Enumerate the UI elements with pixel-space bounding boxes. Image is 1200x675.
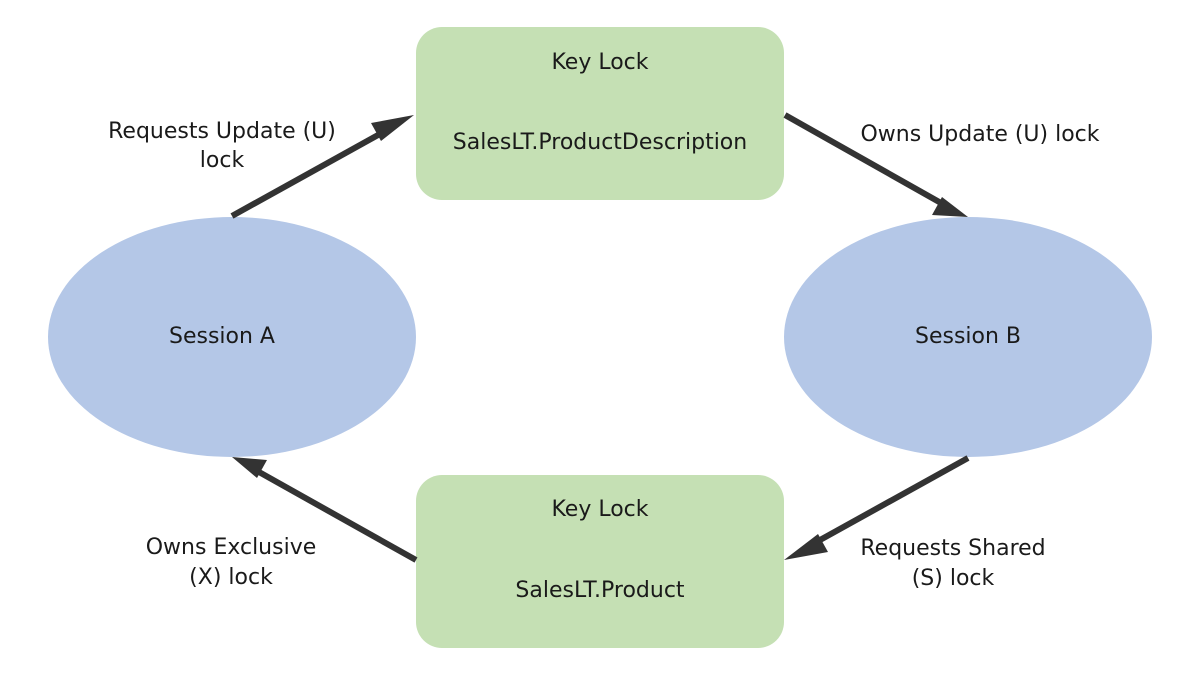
session-b-label: Session B [915,324,1021,349]
edge-label-top-b-line1: Owns Update (U) lock [860,122,1099,147]
edge-label-bottom-a-line2: (X) lock [189,565,273,590]
lock-box-bottom-title: Key Lock [551,497,648,522]
session-a-label: Session A [169,324,275,349]
arrow-session-a-to-top-lock [230,115,414,219]
arrow-top-lock-to-session-b [783,112,968,217]
session-a-shape [48,217,416,457]
session-b: Session B [784,217,1152,457]
edge-label-a-top-line2: lock [200,148,245,173]
edge-label-top-to-b: Owns Update (U) lock [860,122,1099,147]
arrow-b-bottom-head [784,534,828,560]
arrow-top-b-head [932,197,968,217]
edge-label-b-to-bottom: Requests Shared (S) lock [860,536,1045,591]
arrow-a-top-head [371,115,414,141]
lock-box-bottom-resource: SalesLT.Product [515,578,685,603]
session-b-shape [784,217,1152,457]
arrow-bottom-a-head [232,457,267,478]
arrow-top-b-line [783,112,943,206]
lock-box-bottom-shape [416,475,784,648]
arrow-bottom-a-line [257,469,418,563]
arrow-a-top-line [230,127,389,219]
arrow-bottom-lock-to-session-a [232,457,418,563]
lock-box-top-resource: SalesLT.ProductDescription [453,130,747,155]
edge-label-bottom-a-line1: Owns Exclusive [146,535,317,560]
lock-box-top-shape [416,27,784,200]
lock-box-bottom: Key Lock SalesLT.Product [416,475,784,648]
edge-label-b-bottom-line2: (S) lock [912,566,995,591]
lock-box-top-title: Key Lock [551,50,648,75]
lock-box-top: Key Lock SalesLT.ProductDescription [416,27,784,200]
edge-label-a-top-line1: Requests Update (U) [108,119,336,144]
arrow-b-bottom-line [809,455,970,548]
edge-label-a-to-top: Requests Update (U) lock [108,119,336,173]
edge-label-bottom-to-a: Owns Exclusive (X) lock [146,535,317,590]
edge-label-b-bottom-line1: Requests Shared [860,536,1045,561]
arrow-session-b-to-bottom-lock [784,455,970,560]
session-a: Session A [48,217,416,457]
